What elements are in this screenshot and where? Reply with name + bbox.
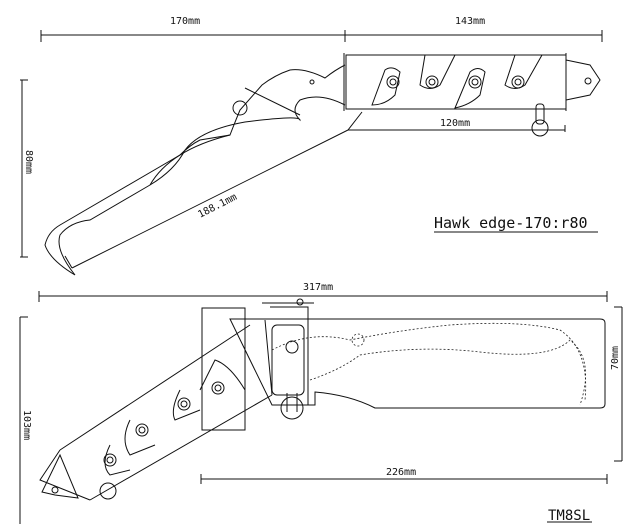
handle-tube: [343, 53, 601, 137]
dim-226: 226mm: [200, 467, 608, 484]
dim-103-label: 103mm: [21, 410, 32, 440]
lanyard-ring-icon: [531, 119, 549, 137]
folded-blade: [201, 298, 606, 431]
blade-hawk: [44, 64, 346, 276]
model-label-hawk: Hawk edge-170:r80: [434, 214, 588, 232]
dim-120-label: 120mm: [440, 118, 470, 129]
dim-120: 120mm: [348, 118, 566, 132]
dim-317-label: 317mm: [303, 282, 333, 293]
dim-226-label: 226mm: [386, 467, 416, 478]
top-view: 170mm 143mm 80mm: [20, 16, 603, 276]
dim-80: 80mm: [20, 79, 34, 258]
dim-70: 70mm: [610, 306, 623, 462]
dim-143-label: 143mm: [455, 16, 485, 27]
dim-188: 188.1mm: [64, 111, 363, 269]
dim-103: 103mm: [19, 316, 32, 524]
dim-170: 170mm: [40, 16, 346, 42]
dim-80-label: 80mm: [23, 150, 34, 174]
dim-70-label: 70mm: [610, 346, 621, 370]
dim-143: 143mm: [345, 16, 603, 42]
bottom-view: 317mm 103mm 70mm 226mm: [19, 282, 623, 524]
lanyard-ring-bottom-icon: [280, 396, 304, 420]
angled-handle: [39, 324, 273, 501]
spiral-wraps: [371, 54, 543, 109]
model-label-tm8sl: TM8SL: [548, 508, 590, 524]
lanyard-ring-small-icon: [99, 482, 117, 500]
dim-317: 317mm: [38, 282, 608, 302]
dim-188-label: 188.1mm: [196, 192, 239, 221]
dim-170-label: 170mm: [170, 16, 200, 27]
